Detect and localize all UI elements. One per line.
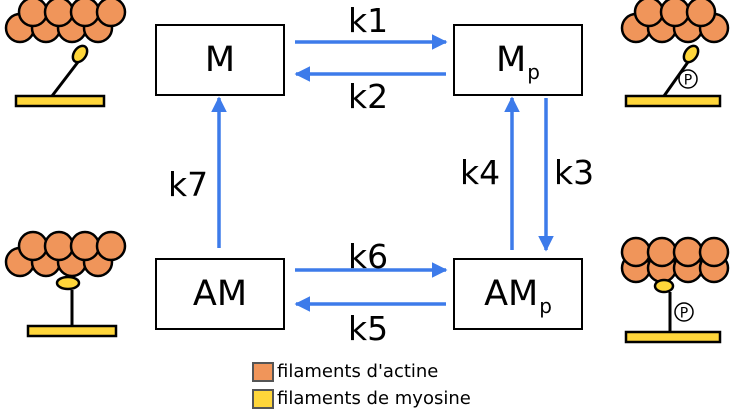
actin-filament-icon — [4, 0, 127, 44]
actin-filament-icon — [620, 236, 730, 284]
myosin-filament-icon — [26, 275, 118, 338]
actin-filament-icon — [620, 0, 730, 44]
actin-swatch — [252, 361, 274, 382]
state-mp-subscript: p — [527, 60, 540, 84]
state-amp-subscript: p — [539, 294, 552, 318]
state-mp-label: M — [496, 40, 527, 80]
state-box-am: AM — [155, 258, 285, 330]
cartoon-am — [4, 230, 127, 338]
rate-label-k1: k1 — [348, 1, 389, 40]
state-amp-label: AM — [484, 274, 539, 314]
myosin-filament-icon — [624, 44, 722, 108]
state-m-label: M — [204, 40, 236, 80]
phosphate-label: P — [680, 306, 688, 322]
rate-label-k7: k7 — [168, 165, 209, 204]
cartoon-m — [4, 0, 127, 108]
phosphate-icon: P — [678, 69, 698, 89]
actin-filament-icon — [4, 230, 127, 278]
rate-label-k5: k5 — [348, 309, 389, 348]
rate-label-k3: k3 — [554, 153, 595, 192]
rate-label-k2: k2 — [348, 77, 389, 116]
myosin-filament-icon — [14, 44, 106, 108]
state-am-label: AM — [192, 274, 248, 314]
legend-myosin: filaments de myosine — [252, 388, 471, 409]
phosphate-icon: P — [674, 302, 694, 322]
state-box-m: M — [155, 24, 285, 96]
cartoon-amp: P — [620, 236, 730, 344]
cartoon-mp: P — [620, 0, 730, 108]
legend-myosin-label: filaments de myosine — [277, 388, 471, 409]
rate-label-k6: k6 — [348, 237, 389, 276]
phosphate-label: P — [684, 73, 692, 89]
legend-actin-label: filaments d'actine — [277, 361, 439, 382]
legend-actin: filaments d'actine — [252, 361, 438, 382]
myosin-filament-icon — [624, 278, 722, 344]
myosin-swatch — [252, 388, 274, 409]
rate-label-k4: k4 — [460, 153, 501, 192]
